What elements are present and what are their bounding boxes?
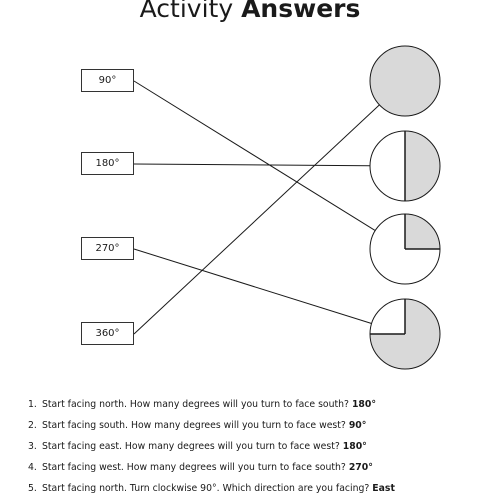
question-number: 3. bbox=[28, 441, 37, 452]
matching-lines bbox=[133, 80, 380, 335]
angle-label-360: 360° bbox=[81, 322, 134, 345]
question-text: Start facing north. How many degrees wil… bbox=[42, 399, 352, 410]
question-text: Start facing west. How many degrees will… bbox=[42, 462, 349, 473]
question-text: Start facing south. How many degrees wil… bbox=[42, 420, 349, 431]
question-number: 4. bbox=[28, 462, 37, 473]
question-5: 5. Start facing north. Turn clockwise 90°… bbox=[28, 476, 395, 497]
circle-outline bbox=[369, 213, 441, 285]
fraction-circles bbox=[369, 45, 441, 370]
question-answer: East bbox=[372, 483, 395, 494]
match-line-1 bbox=[133, 80, 376, 231]
question-answer: 180° bbox=[342, 441, 367, 452]
angle-label-180: 180° bbox=[81, 152, 134, 175]
question-answer: 180° bbox=[351, 399, 376, 410]
question-2: 2. Start facing south. How many degrees w… bbox=[28, 413, 395, 434]
match-line-3 bbox=[133, 248, 372, 325]
question-3: 3. Start facing east. How many degrees wi… bbox=[28, 434, 395, 455]
circle-outline bbox=[369, 130, 441, 202]
question-4: 4. Start facing west. How many degrees wi… bbox=[28, 455, 395, 476]
question-number: 2. bbox=[28, 420, 37, 431]
question-answer: 270° bbox=[348, 462, 373, 473]
question-text: Start facing north. Turn clockwise 90°. … bbox=[42, 483, 373, 494]
shaded-region bbox=[405, 131, 440, 201]
title-bold: Answers bbox=[241, 0, 361, 23]
shaded-region bbox=[370, 46, 440, 116]
question-answer: 90° bbox=[348, 420, 367, 431]
angle-label-90: 90° bbox=[81, 69, 134, 92]
title-regular: Activity bbox=[139, 0, 234, 23]
shaded-region bbox=[405, 214, 440, 249]
angle-label-270: 270° bbox=[81, 237, 134, 260]
question-number: 5. bbox=[28, 483, 37, 494]
circle-outline bbox=[369, 45, 441, 117]
question-1: 1. Start facing north. How many degrees w… bbox=[28, 392, 395, 413]
question-number: 1. bbox=[28, 399, 37, 410]
fraction-circle-3 bbox=[369, 213, 441, 285]
question-text: Start facing east. How many degrees will… bbox=[42, 441, 343, 452]
circle-outline bbox=[369, 298, 441, 370]
page-title: Activity Answers bbox=[0, 0, 500, 26]
matching-diagram bbox=[133, 45, 441, 370]
match-line-4 bbox=[133, 104, 380, 335]
fraction-circle-1 bbox=[369, 45, 441, 117]
question-list: 1. Start facing north. How many degrees w… bbox=[28, 392, 395, 497]
fraction-circle-4 bbox=[369, 298, 441, 370]
fraction-circle-2 bbox=[369, 130, 441, 202]
match-line-2 bbox=[133, 163, 371, 167]
